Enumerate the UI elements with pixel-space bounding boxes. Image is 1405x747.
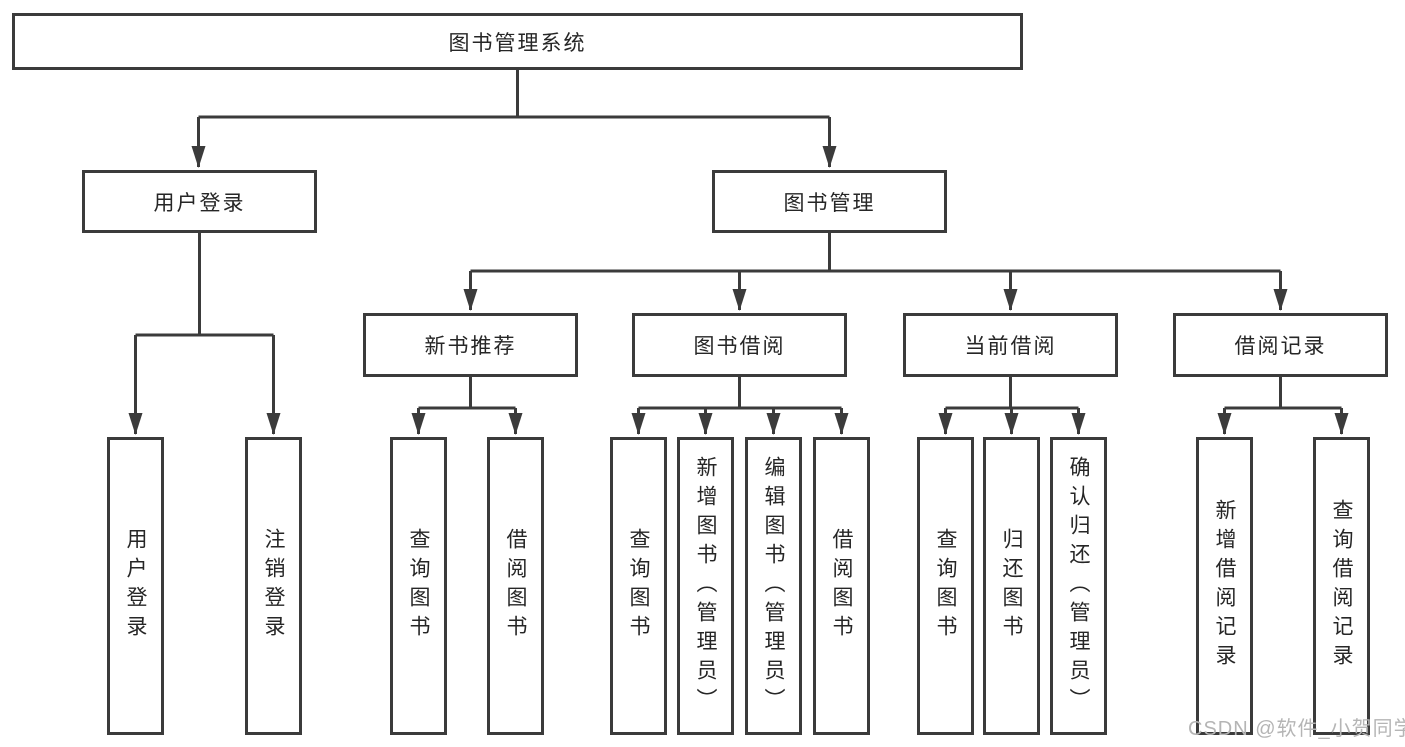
- leaf-logout-label: 注销登录: [262, 528, 285, 644]
- csdn-watermark: CSDN @软件_小贺同学: [1188, 718, 1405, 740]
- leaf-record-query: 查询借阅记录: [1313, 437, 1370, 735]
- node-current-borrow-label: 当前借阅: [964, 335, 1057, 358]
- leaf-user-login: 用户登录: [107, 437, 164, 735]
- node-new-book-recommend: 新书推荐: [363, 313, 578, 377]
- leaf-newbook-query: 查询图书: [390, 437, 447, 735]
- node-current-borrow: 当前借阅: [903, 313, 1118, 377]
- node-user-login-label: 用户登录: [153, 191, 246, 215]
- node-borrow-records-label: 借阅记录: [1234, 335, 1327, 358]
- leaf-current-query: 查询图书: [917, 437, 974, 735]
- leaf-borrow-book-label: 借阅图书: [830, 528, 853, 644]
- leaf-current-confirm-admin-label: 确认归还（管理员）: [1067, 455, 1090, 717]
- leaf-borrow-add-admin: 新增图书（管理员）: [677, 437, 734, 735]
- leaf-current-confirm-admin: 确认归还（管理员）: [1050, 437, 1107, 735]
- leaf-current-query-label: 查询图书: [934, 528, 957, 644]
- leaf-newbook-borrow: 借阅图书: [487, 437, 544, 735]
- leaf-record-query-label: 查询借阅记录: [1330, 499, 1353, 673]
- node-user-login: 用户登录: [82, 170, 317, 233]
- leaf-record-add-label: 新增借阅记录: [1213, 499, 1236, 673]
- leaf-user-login-label: 用户登录: [124, 528, 147, 644]
- node-book-borrow: 图书借阅: [632, 313, 847, 377]
- leaf-logout: 注销登录: [245, 437, 302, 735]
- node-root-label: 图书管理系统: [448, 31, 587, 55]
- leaf-current-return: 归还图书: [983, 437, 1040, 735]
- leaf-borrow-query-label: 查询图书: [627, 528, 650, 644]
- node-root-system: 图书管理系统: [12, 13, 1023, 70]
- node-borrow-records: 借阅记录: [1173, 313, 1388, 377]
- leaf-newbook-borrow-label: 借阅图书: [504, 528, 527, 644]
- leaf-borrow-add-admin-label: 新增图书（管理员）: [694, 455, 717, 717]
- node-book-management-label: 图书管理: [783, 191, 876, 215]
- leaf-borrow-edit-admin-label: 编辑图书（管理员）: [762, 455, 785, 717]
- node-book-management: 图书管理: [712, 170, 947, 233]
- leaf-newbook-query-label: 查询图书: [407, 528, 430, 644]
- leaf-borrow-query: 查询图书: [610, 437, 667, 735]
- leaf-borrow-edit-admin: 编辑图书（管理员）: [745, 437, 802, 735]
- node-book-borrow-label: 图书借阅: [693, 335, 786, 358]
- leaf-record-add: 新增借阅记录: [1196, 437, 1253, 735]
- leaf-current-return-label: 归还图书: [1000, 528, 1023, 644]
- node-new-book-recommend-label: 新书推荐: [424, 335, 517, 358]
- leaf-borrow-book: 借阅图书: [813, 437, 870, 735]
